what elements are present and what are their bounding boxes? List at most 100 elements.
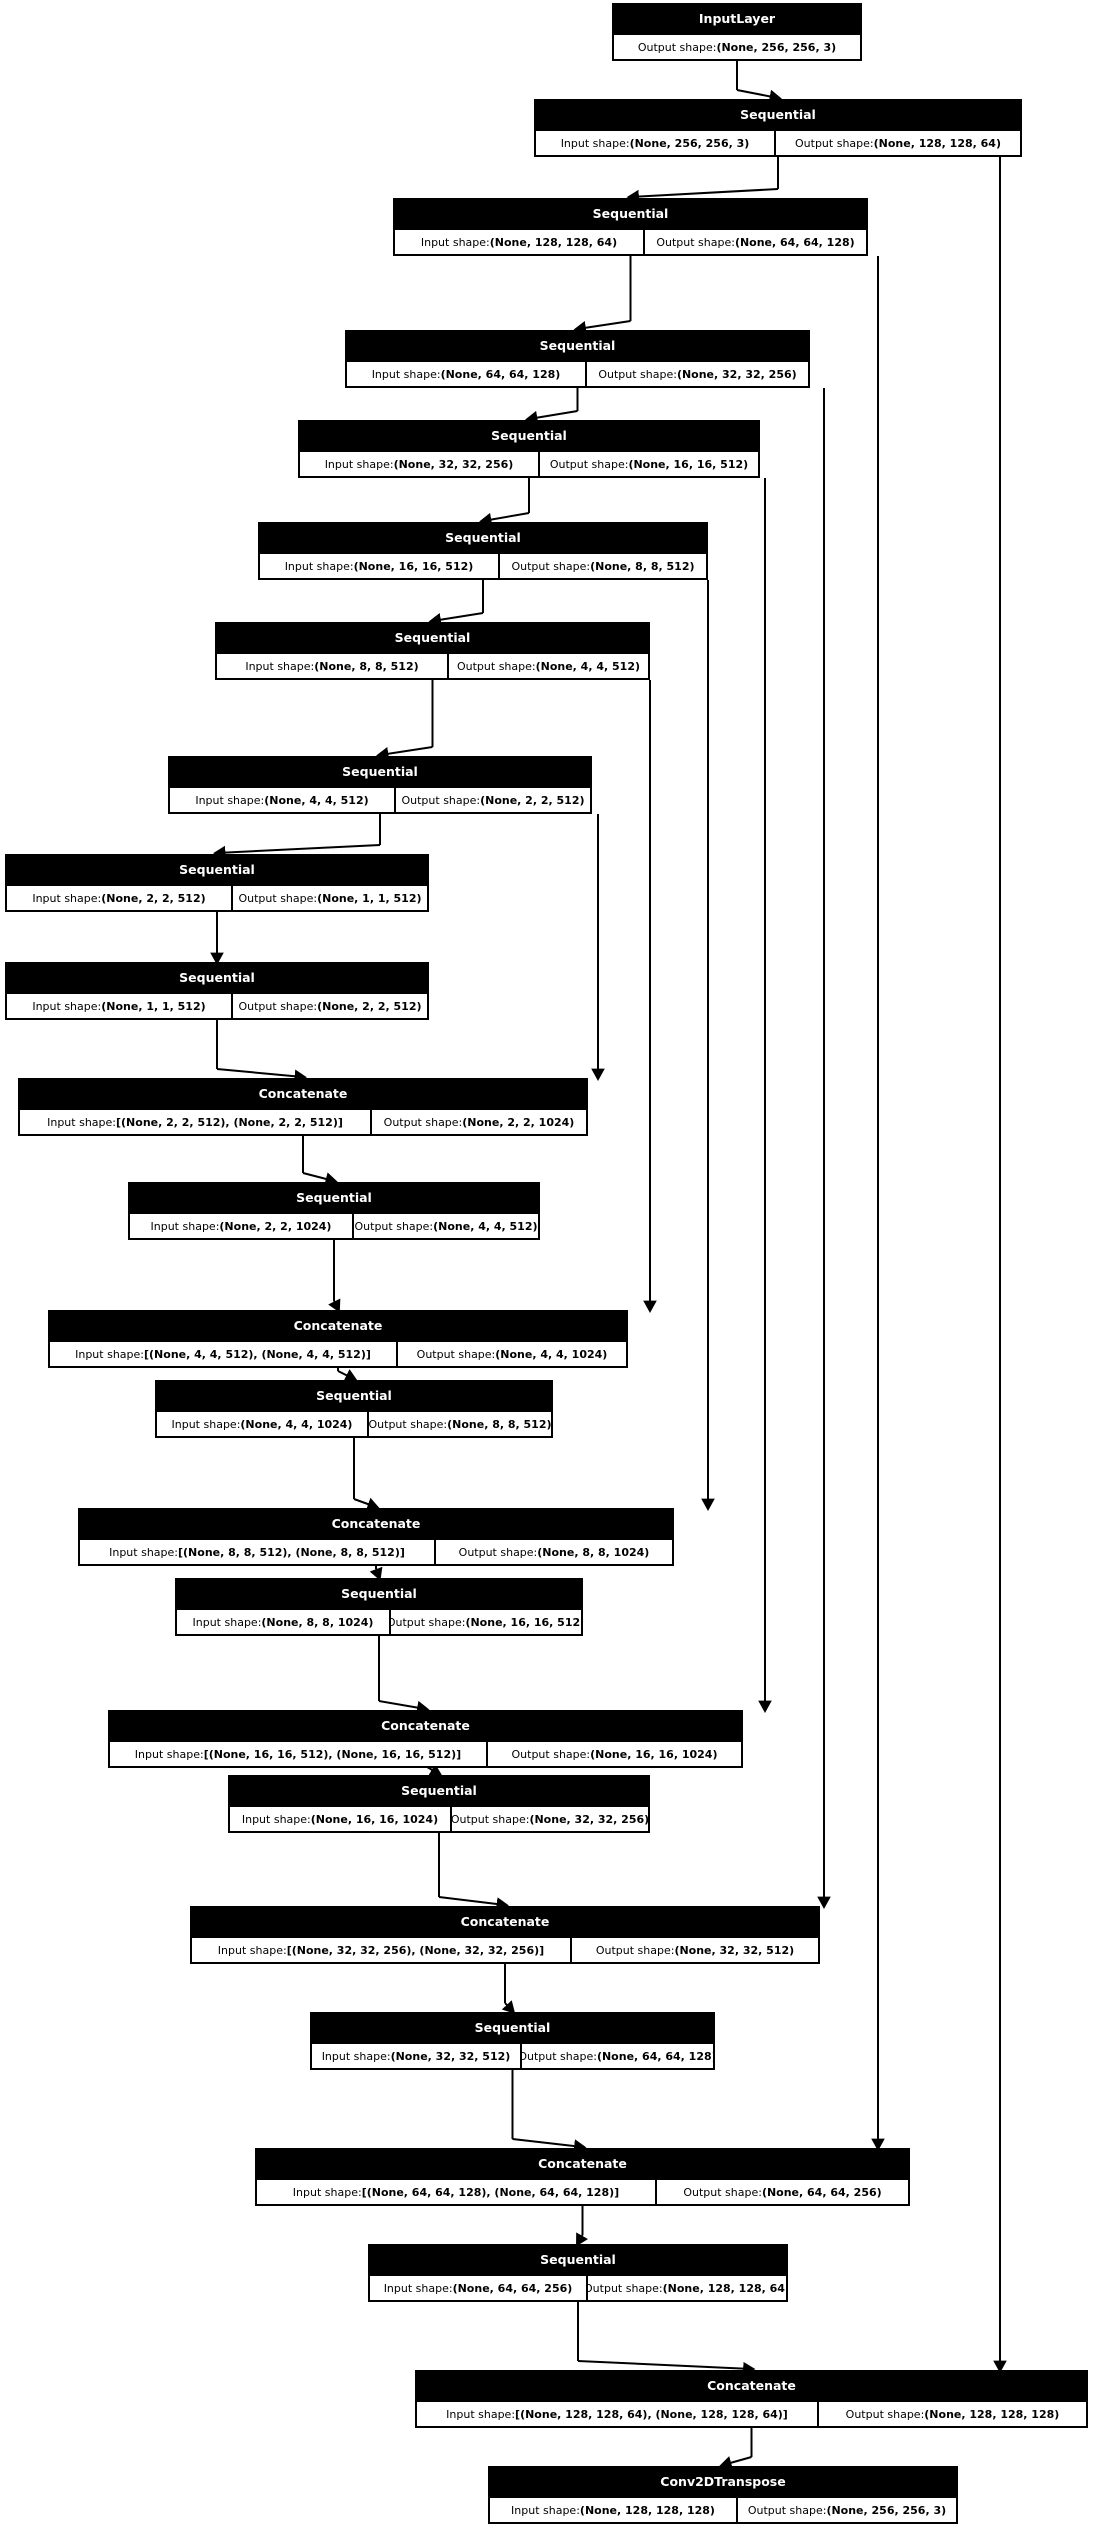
output-shape-value: (None, 32, 32, 256) bbox=[676, 367, 797, 381]
input-shape-cell: Input shape: (None, 8, 8, 512) bbox=[217, 654, 449, 678]
edge-segment bbox=[213, 844, 381, 860]
output-shape-cell: Output shape: (None, 8, 8, 1024) bbox=[436, 1540, 672, 1564]
layer-shapes-row: Input shape: (None, 16, 16, 512)Output s… bbox=[260, 552, 706, 578]
output-shape-value: (None, 16, 16, 1024) bbox=[590, 1747, 718, 1761]
input-shape-value: (None, 64, 64, 128) bbox=[440, 367, 561, 381]
output-shape-prefix: Output shape: bbox=[637, 40, 717, 54]
input-shape-value: (None, 16, 16, 1024) bbox=[310, 1812, 439, 1826]
output-shape-value: (None, 8, 8, 512) bbox=[590, 559, 695, 573]
edge-segment bbox=[626, 188, 779, 204]
input-shape-value: (None, 32, 32, 256) bbox=[393, 457, 514, 471]
input-shape-prefix: Input shape: bbox=[47, 1115, 116, 1129]
input-shape-prefix: Input shape: bbox=[371, 367, 441, 381]
edge-segment bbox=[736, 89, 782, 104]
output-shape-value: (None, 8, 8, 512) bbox=[447, 1417, 551, 1431]
input-shape-value: (None, 128, 128, 128) bbox=[579, 2503, 715, 2517]
output-shape-prefix: Output shape: bbox=[354, 1219, 434, 1233]
input-shape-value: [(None, 16, 16, 512), (None, 16, 16, 512… bbox=[203, 1747, 462, 1761]
output-shape-prefix: Output shape: bbox=[656, 235, 735, 249]
edge-segment bbox=[576, 2232, 589, 2247]
output-shape-prefix: Output shape: bbox=[416, 1347, 496, 1361]
input-shape-prefix: Input shape: bbox=[134, 1747, 204, 1761]
output-shape-value: (None, 16, 16, 512) bbox=[465, 1615, 581, 1629]
output-shape-prefix: Output shape: bbox=[238, 891, 318, 905]
input-shape-prefix: Input shape: bbox=[109, 1545, 178, 1559]
layer-type-label: Sequential bbox=[130, 1184, 538, 1212]
layer-type-label: Sequential bbox=[370, 2246, 786, 2274]
layer-type-label: Concatenate bbox=[50, 1312, 626, 1340]
input-shape-prefix: Input shape: bbox=[241, 1812, 311, 1826]
output-shape-value: (None, 32, 32, 512) bbox=[674, 1943, 795, 1957]
layer-shapes-row: Input shape: (None, 4, 4, 1024)Output sh… bbox=[157, 1410, 551, 1436]
input-shape-value: [(None, 32, 32, 256), (None, 32, 32, 256… bbox=[286, 1943, 545, 1957]
input-shape-value: (None, 32, 32, 512) bbox=[390, 2049, 511, 2063]
output-shape-cell: Output shape: (None, 256, 256, 3) bbox=[614, 35, 860, 59]
output-shape-cell: Output shape: (None, 64, 64, 128) bbox=[645, 230, 866, 254]
layer-type-label: Concatenate bbox=[417, 2372, 1086, 2400]
input-shape-value: [(None, 64, 64, 128), (None, 64, 64, 128… bbox=[361, 2185, 620, 2199]
edge-segment bbox=[353, 1497, 380, 1511]
input-shape-cell: Input shape: (None, 2, 2, 512) bbox=[7, 886, 233, 910]
layer-shapes-row: Input shape: (None, 8, 8, 512)Output sha… bbox=[217, 652, 648, 678]
output-shape-value: (None, 8, 8, 1024) bbox=[537, 1545, 650, 1559]
input-shape-prefix: Input shape: bbox=[171, 1417, 241, 1431]
output-shape-prefix: Output shape: bbox=[511, 559, 591, 573]
layer-type-label: Sequential bbox=[347, 332, 808, 360]
layer-type-label: Sequential bbox=[157, 1382, 551, 1410]
input-shape-value: (None, 128, 128, 64) bbox=[489, 235, 618, 249]
layer-shapes-row: Input shape: (None, 128, 128, 128)Output… bbox=[490, 2496, 956, 2522]
edge-segment bbox=[369, 1566, 383, 1581]
layer-shapes-row: Input shape: [(None, 16, 16, 512), (None… bbox=[110, 1740, 741, 1766]
layer-shapes-row: Input shape: (None, 4, 4, 512)Output sha… bbox=[170, 786, 590, 812]
output-shape-cell: Output shape: (None, 256, 256, 3) bbox=[738, 2498, 956, 2522]
input-shape-value: (None, 256, 256, 3) bbox=[629, 136, 750, 150]
output-shape-value: (None, 16, 16, 512) bbox=[628, 457, 749, 471]
input-shape-cell: Input shape: [(None, 32, 32, 256), (None… bbox=[192, 1938, 572, 1962]
edge-segment bbox=[378, 1700, 430, 1715]
output-shape-value: (None, 4, 4, 1024) bbox=[495, 1347, 608, 1361]
layer-shapes-row: Input shape: (None, 64, 64, 128)Output s… bbox=[347, 360, 808, 386]
input-shape-cell: Input shape: (None, 2, 2, 1024) bbox=[130, 1214, 354, 1238]
edge-segment bbox=[573, 320, 631, 335]
layer-shapes-row: Input shape: (None, 16, 16, 1024)Output … bbox=[230, 1805, 648, 1831]
input-shape-cell: Input shape: (None, 16, 16, 1024) bbox=[230, 1807, 452, 1831]
input-shape-value: [(None, 4, 4, 512), (None, 4, 4, 512)] bbox=[144, 1347, 371, 1361]
input-shape-cell: Input shape: (None, 64, 64, 128) bbox=[347, 362, 587, 386]
input-shape-cell: Input shape: (None, 128, 128, 64) bbox=[395, 230, 645, 254]
input-shape-value: (None, 2, 2, 1024) bbox=[219, 1219, 332, 1233]
output-shape-cell: Output shape: (None, 16, 16, 512) bbox=[540, 452, 758, 476]
output-shape-value: (None, 4, 4, 512) bbox=[433, 1219, 538, 1233]
layer-shapes-row: Input shape: [(None, 8, 8, 512), (None, … bbox=[80, 1538, 672, 1564]
input-shape-prefix: Input shape: bbox=[560, 136, 630, 150]
output-shape-prefix: Output shape: bbox=[383, 1115, 463, 1129]
input-shape-cell: Input shape: (None, 256, 256, 3) bbox=[536, 131, 776, 155]
output-shape-value: (None, 256, 256, 3) bbox=[826, 2503, 947, 2517]
output-shape-value: (None, 64, 64, 128) bbox=[734, 235, 855, 249]
input-shape-prefix: Input shape: bbox=[75, 1347, 144, 1361]
layer-shapes-row: Input shape: [(None, 4, 4, 512), (None, … bbox=[50, 1340, 626, 1366]
